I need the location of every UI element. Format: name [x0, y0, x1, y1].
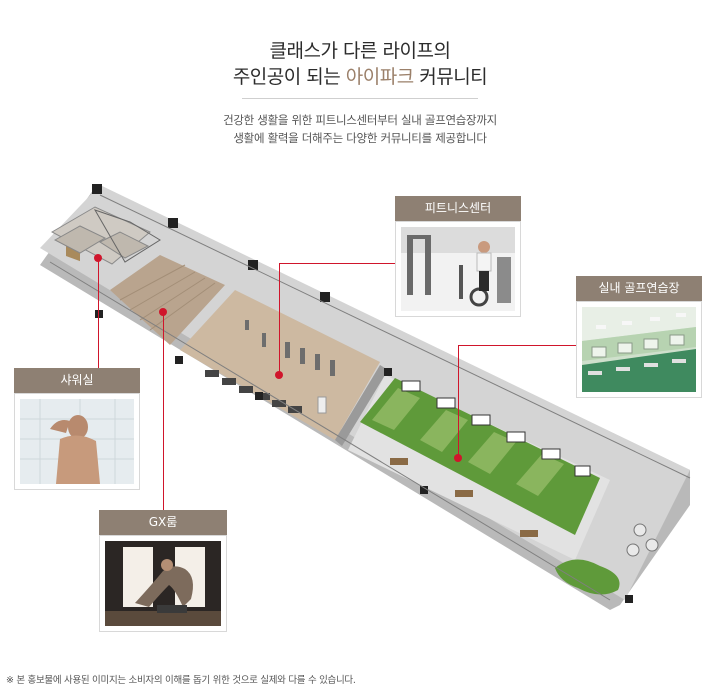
title-prefix: 주인공이 되는	[232, 66, 346, 88]
leader-gx	[163, 312, 164, 510]
subtitle-line2: 생활에 활력을 더해주는 다양한 커뮤니티를 제공합니다	[233, 131, 487, 145]
divider	[242, 98, 478, 99]
leader-golf-h	[458, 345, 576, 346]
page-title-line1: 클래스가 다른 라이프의	[269, 40, 451, 62]
leader-fitness-h	[279, 263, 395, 264]
label-fitness-center: 피트니스센터	[395, 196, 521, 221]
disclaimer-note: ※ 본 홍보물에 사용된 이미지는 소비자의 이해를 돕기 위한 것으로 실제와…	[6, 675, 356, 686]
marker-golf	[454, 454, 462, 462]
marker-shower	[94, 254, 102, 262]
photo-gx-room	[99, 535, 227, 632]
subtitle-line1: 건강한 생활을 위한 피트니스센터부터 실내 골프연습장까지	[223, 113, 497, 127]
leader-golf-v	[458, 345, 459, 458]
marker-gx	[159, 308, 167, 316]
brand-name: 아이파크	[345, 66, 414, 88]
page-title-line2: 주인공이 되는 아이파크 커뮤니티	[0, 62, 720, 89]
label-shower-room: 샤워실	[14, 368, 140, 393]
photo-shower-room	[14, 393, 140, 490]
photo-indoor-golf	[576, 301, 702, 398]
leader-fitness-v	[279, 263, 280, 375]
label-indoor-golf: 실내 골프연습장	[576, 276, 702, 301]
marker-fitness	[275, 371, 283, 379]
leader-shower	[98, 258, 99, 368]
label-gx-room: GX룸	[99, 510, 227, 535]
title-suffix: 커뮤니티	[413, 66, 488, 88]
photo-fitness-center	[395, 221, 521, 317]
